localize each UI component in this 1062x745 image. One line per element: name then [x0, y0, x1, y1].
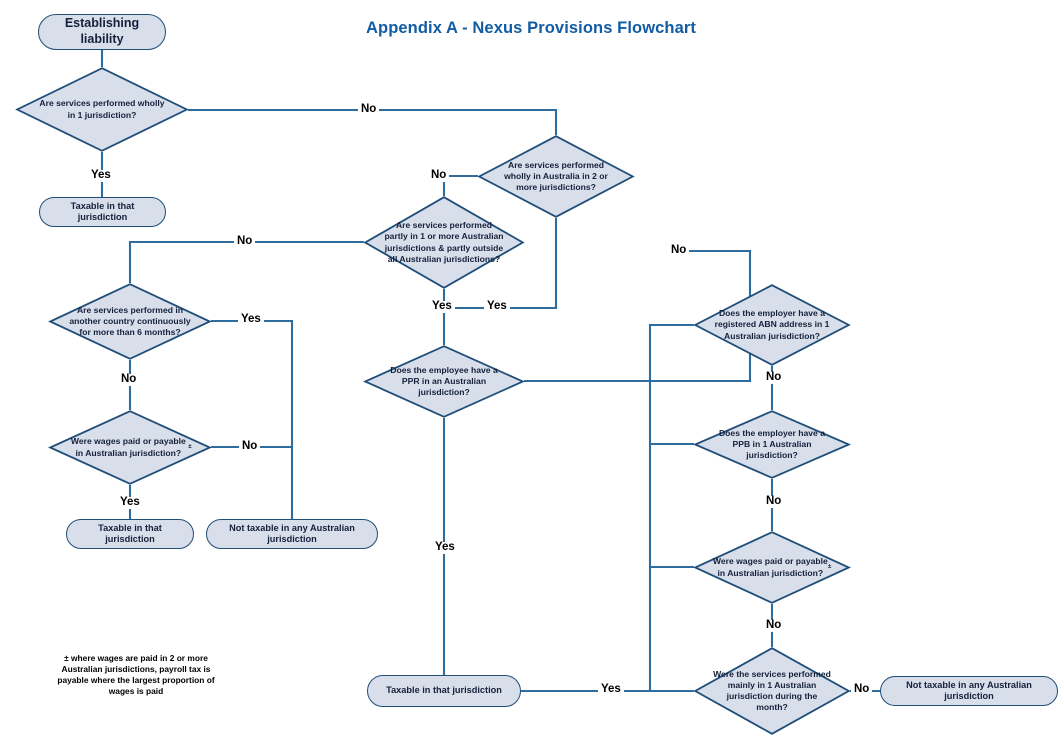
edge-label-no-wagesleft: No — [239, 440, 261, 453]
node-does-employee-have-ppr[interactable]: Does the employee have a PPR in an Austr… — [362, 345, 526, 418]
node-services-another-country-6-months[interactable]: Are services performed in another countr… — [48, 283, 212, 360]
edge-label-no-wagesright: No — [763, 619, 785, 632]
edge-label-no-ppb: No — [763, 495, 785, 508]
edge-label-no-abn: No — [763, 371, 785, 384]
footnote-text: ± where wages are paid in 2 or more Aust… — [57, 653, 215, 696]
diamond-shape — [362, 345, 526, 418]
edge-label-yes-anothercountry: Yes — [238, 313, 264, 326]
node-taxable-in-that-jurisdiction-left-bottom[interactable]: Taxable in that jurisdiction — [66, 519, 194, 549]
diamond-shape — [15, 67, 189, 152]
edge-label-no-anothercountry: No — [118, 373, 140, 386]
diamond-shape — [693, 647, 851, 735]
node-label: Taxable in that jurisdiction — [98, 522, 162, 545]
node-label: Taxable in that jurisdiction — [386, 685, 502, 696]
edge-label-no-partly: No — [234, 235, 256, 248]
edge-label-yes-partly: Yes — [429, 300, 455, 313]
diamond-shape — [477, 135, 635, 218]
edge-anothercountry-yes — [211, 319, 294, 519]
page-title: Appendix A - Nexus Provisions Flowchart — [366, 19, 696, 37]
edge-partly-no — [128, 240, 364, 283]
diamond-shape — [693, 284, 851, 366]
node-were-wages-paid-payable-right[interactable]: Were wages paid or payable in Australian… — [693, 531, 851, 604]
node-establishing-liability[interactable]: Establishing liability — [38, 14, 166, 50]
node-label: Establishing liability — [64, 16, 140, 46]
node-are-services-partly-australian-jurisdictions[interactable]: Are services performed partly in 1 or mo… — [363, 196, 525, 289]
edge-label-yes-wholly1: Yes — [88, 169, 114, 182]
edge-label-no-ppr: No — [668, 244, 690, 257]
node-does-employer-have-ppb[interactable]: Does the employer have a PPB in 1 Austra… — [692, 410, 852, 479]
diamond-shape — [693, 531, 851, 604]
node-taxable-in-that-jurisdiction-left[interactable]: Taxable in that jurisdiction — [39, 197, 166, 227]
edge-label-no-mainly: No — [851, 683, 873, 696]
node-are-services-wholly-1-jurisdiction[interactable]: Are services performed wholly in 1 juris… — [15, 67, 189, 152]
edge-label-yes-bus: Yes — [598, 683, 624, 696]
edge-label-no-whollyaus: No — [428, 169, 450, 182]
node-label: Not taxable in any Australian jurisdicti… — [229, 522, 355, 545]
edge-yes-bus — [648, 323, 694, 691]
node-not-taxable-any-australian-jurisdiction-left[interactable]: Not taxable in any Australian jurisdicti… — [206, 519, 378, 549]
node-label: Taxable in that jurisdiction — [70, 200, 135, 223]
diamond-shape — [363, 196, 525, 289]
node-were-services-performed-mainly-1-jurisdiction[interactable]: Were the services performed mainly in 1 … — [693, 647, 851, 735]
node-not-taxable-any-australian-jurisdiction-right[interactable]: Not taxable in any Australian jurisdicti… — [880, 676, 1058, 706]
diamond-shape — [692, 410, 852, 479]
edge-label-no-wholly1: No — [358, 103, 380, 116]
node-were-wages-paid-payable-left[interactable]: Were wages paid or payable in Australian… — [48, 410, 212, 485]
node-does-employer-have-registered-abn[interactable]: Does the employer have a registered ABN … — [693, 284, 851, 366]
node-taxable-in-that-jurisdiction-bottom[interactable]: Taxable in that jurisdiction — [367, 675, 521, 707]
diamond-shape — [48, 283, 212, 360]
diamond-shape — [48, 410, 212, 485]
edge-label-yes-ppr: Yes — [432, 541, 458, 554]
edge-label-yes-whollyaus: Yes — [484, 300, 510, 313]
edge-label-yes-wagesleft: Yes — [117, 496, 143, 509]
node-label: Not taxable in any Australian jurisdicti… — [906, 679, 1032, 702]
